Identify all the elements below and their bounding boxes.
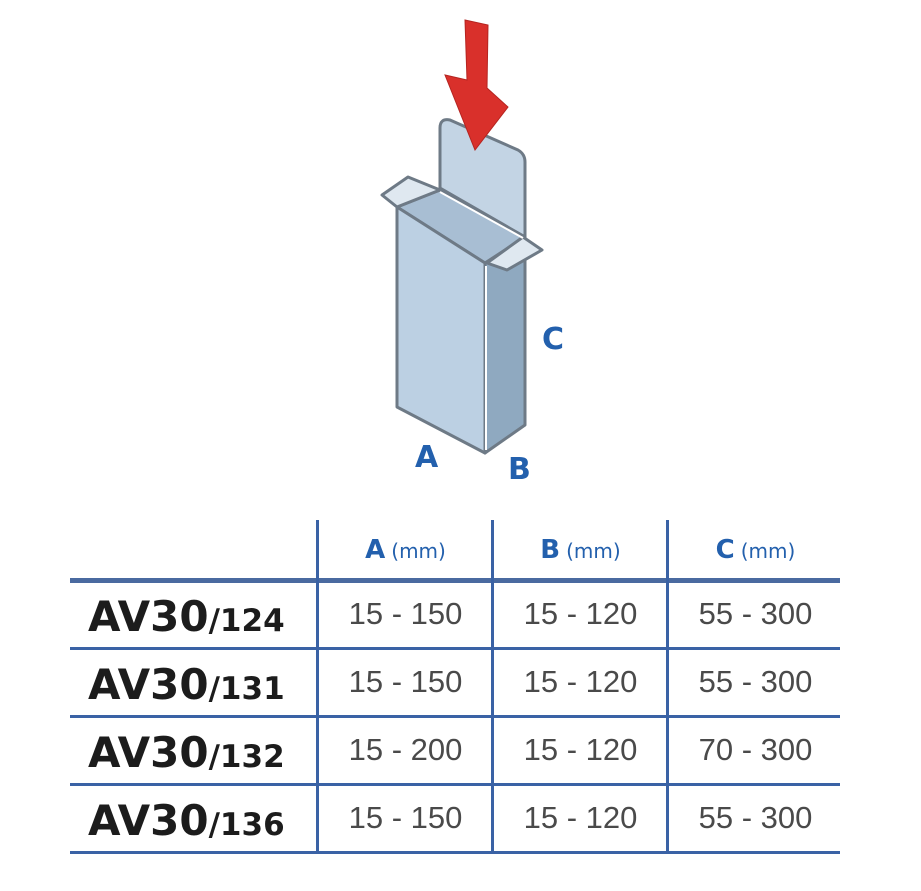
cell-c: 55 - 300: [698, 596, 813, 631]
table-row: AV30/124 15 - 150 15 - 120 55 - 300: [70, 582, 840, 650]
dimension-label-c: C: [542, 322, 565, 357]
row-divider: [70, 647, 840, 650]
table-row: AV30/132 15 - 200 15 - 120 70 - 300: [70, 718, 840, 786]
left-flap: [380, 175, 442, 209]
table-row: AV30/131 15 - 150 15 - 120 55 - 300: [70, 650, 840, 718]
cell-b: 15 - 120: [523, 800, 638, 835]
column-divider: [666, 520, 669, 853]
model-name: AV30/124: [88, 592, 285, 641]
header-c: C(mm): [715, 535, 796, 565]
header-b: B(mm): [540, 535, 621, 565]
model-name: AV30/132: [88, 728, 285, 777]
dimension-label-b: B: [508, 452, 531, 487]
row-divider: [70, 851, 840, 854]
cell-c: 55 - 300: [698, 664, 813, 699]
cell-a: 15 - 150: [348, 596, 463, 631]
cell-a: 15 - 150: [348, 800, 463, 835]
model-name: AV30/131: [88, 660, 285, 709]
cell-a: 15 - 150: [348, 664, 463, 699]
cell-b: 15 - 120: [523, 596, 638, 631]
arrow-down-icon: [444, 19, 509, 152]
cell-a: 15 - 200: [348, 732, 463, 767]
table-row: AV30/136 15 - 150 15 - 120 55 - 300: [70, 786, 840, 854]
row-divider: [70, 783, 840, 786]
header-divider: [70, 578, 840, 583]
dimension-label-a: A: [415, 440, 439, 475]
column-divider: [491, 520, 494, 853]
right-flap: [485, 235, 544, 272]
row-divider: [70, 715, 840, 718]
cell-b: 15 - 120: [523, 664, 638, 699]
box-illustration: [380, 19, 544, 455]
back-flap: [438, 118, 527, 239]
cell-c: 70 - 300: [698, 732, 813, 767]
cell-b: 15 - 120: [523, 732, 638, 767]
model-name: AV30/136: [88, 796, 285, 845]
cell-c: 55 - 300: [698, 800, 813, 835]
header-a: A(mm): [365, 535, 446, 565]
box-side-face: [483, 241, 527, 455]
column-divider: [316, 520, 319, 853]
